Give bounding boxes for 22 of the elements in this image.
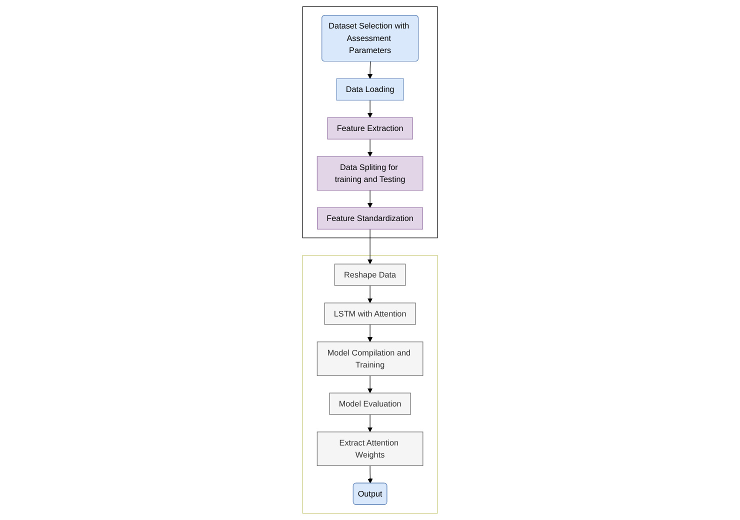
arrow [367, 285, 373, 304]
node-box [329, 392, 411, 415]
node-box [316, 342, 424, 376]
node-box [336, 78, 404, 100]
arrow [367, 100, 373, 118]
cluster [302, 6, 438, 238]
node-box [334, 264, 406, 286]
arrow [367, 228, 373, 264]
arrow [367, 190, 373, 208]
arrow [367, 138, 373, 157]
node-box [327, 117, 413, 140]
node-box [317, 207, 423, 230]
arrow [368, 465, 373, 484]
arrow [367, 324, 373, 342]
node-box [324, 302, 416, 325]
arrow [367, 414, 373, 432]
arrow [367, 61, 373, 79]
node-box [316, 432, 424, 466]
node-box [316, 156, 424, 191]
arrow [367, 375, 373, 394]
flowchart: Dataset Selection with Assessment Parameters Data Loading Feature Extraction Data Spliting for training and Testing Feature Standardization Reshape Data LSTM with Attention Model Compilation and Training Model Evaluation Extract Attention Weights Output [298, 2, 442, 518]
cluster [302, 255, 438, 514]
